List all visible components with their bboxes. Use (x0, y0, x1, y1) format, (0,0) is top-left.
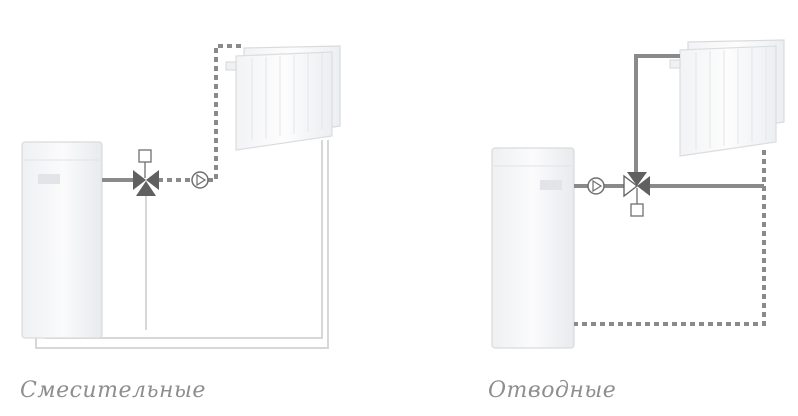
radiator-supply-pipe (208, 44, 244, 182)
radiator (225, 45, 341, 151)
boiler-panel (540, 180, 562, 190)
boiler-panel (38, 174, 60, 184)
circulation-pump (587, 177, 605, 195)
three-way-valve (623, 172, 650, 217)
radiator-valve (669, 59, 681, 69)
caption-mixing: Смесительные (20, 378, 206, 403)
boiler (21, 141, 103, 339)
circulation-pump (191, 171, 209, 189)
three-way-valve (133, 149, 159, 196)
radiator-supply-pipe (634, 54, 680, 178)
valve-actuator (138, 149, 152, 163)
mixing-scheme (21, 44, 341, 349)
valve-actuator (630, 203, 644, 217)
caption-diverting: Отводные (488, 378, 616, 403)
return-pipe (574, 150, 766, 326)
diverting-scheme (491, 39, 785, 349)
boiler (491, 147, 575, 349)
radiator-valve (225, 61, 237, 71)
radiator (669, 39, 785, 157)
